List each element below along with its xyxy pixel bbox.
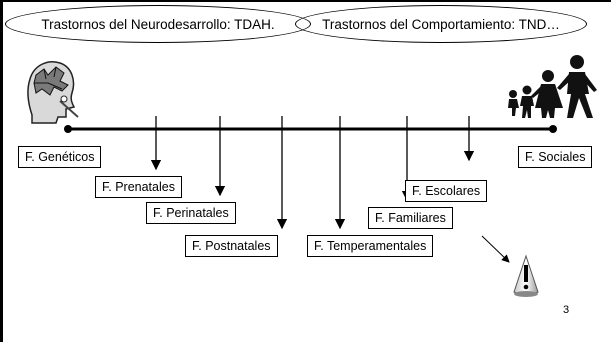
factor-box-geneticos: F. Genéticos [18, 146, 102, 168]
head-with-puzzle-icon [27, 61, 79, 124]
page-number: 3 [563, 304, 570, 316]
timeline-end-dot [549, 125, 557, 133]
behavior-disorders-oval: Trastornos del Comportamiento: TND… [295, 5, 587, 43]
factor-box-prenatales: F. Prenatales [95, 176, 182, 198]
warning-exclamation-icon [513, 254, 539, 297]
factor-box-postnatales: F. Postnatales [185, 235, 278, 257]
factor-box-familiares: F. Familiares [368, 207, 453, 229]
slide-left-border [0, 0, 3, 342]
behavior-disorders-oval-label: Trastornos del Comportamiento: TND… [322, 16, 560, 32]
arrow-to-warning [481, 235, 510, 263]
timeline-start-dot [64, 125, 72, 133]
slide-top-border [0, 0, 611, 2]
family-silhouette-icon [508, 55, 597, 118]
factor-box-sociales: F. Sociales [518, 146, 593, 168]
neurodevelopment-oval-label: Trastornos del Neurodesarrollo: TDAH. [41, 16, 275, 32]
factor-box-temperamentales: F. Temperamentales [307, 235, 434, 257]
factor-box-escolares: F. Escolares [405, 180, 488, 202]
factor-box-perinatales: F. Perinatales [146, 202, 236, 224]
